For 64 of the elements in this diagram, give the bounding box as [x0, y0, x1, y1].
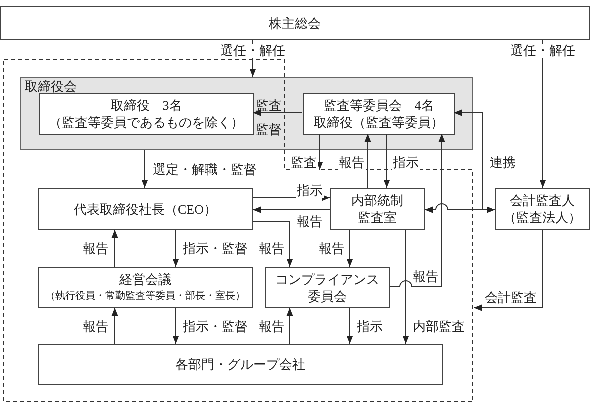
arrow — [424, 204, 496, 214]
arrow — [402, 230, 410, 344]
edge-label: 選任・解任 — [220, 44, 286, 58]
arrow — [540, 40, 546, 188]
box-subtitle: （監査等委員であるものを除く） — [49, 114, 244, 131]
box-subtitle: （監査法人） — [504, 209, 582, 226]
box-subtitle: 取締役（監査等委員） — [314, 114, 444, 131]
edge-label: 内部監査 — [412, 320, 466, 334]
process-box — [38, 344, 443, 385]
box-title: 内部統制監査室 — [350, 192, 404, 226]
edge-label: 報告 — [258, 320, 286, 334]
box-title: 経営会議 — [120, 270, 172, 288]
process-box — [330, 188, 425, 230]
edge-label: 指示・監督 — [182, 320, 249, 334]
edge-label: 指示 — [356, 320, 384, 334]
edge-label: 指示・監督 — [182, 242, 249, 256]
edge-label: 報告 — [412, 270, 440, 284]
edge-label: 選任・解任 — [510, 44, 576, 58]
arrow — [252, 222, 294, 268]
edge-label: 指示 — [392, 156, 420, 170]
box-title: 株主総会 — [269, 14, 321, 32]
box-subtitle: （執行役員・常勤監査等委員・部長・室長） — [46, 290, 246, 304]
arrow — [112, 308, 118, 344]
auditor-box — [495, 188, 590, 230]
arrow — [252, 110, 302, 116]
edge-label: 監査監督 — [256, 97, 282, 139]
member-box — [303, 93, 455, 135]
arrow — [286, 308, 294, 344]
header-box — [0, 6, 590, 40]
edge-label: 監査 — [290, 156, 318, 170]
arrow — [346, 230, 354, 268]
member-box — [39, 93, 254, 135]
box-title: 取締役 3名 — [110, 97, 182, 114]
panel-title: 取締役会 — [25, 78, 77, 95]
arrow — [252, 194, 330, 202]
process-box — [265, 267, 390, 308]
box-title: コンプライアンス委員会 — [274, 270, 380, 304]
arrow — [346, 308, 354, 344]
arrow — [112, 230, 118, 268]
edge-label: 報告 — [338, 156, 366, 170]
arrow — [364, 134, 372, 188]
arrow — [172, 308, 180, 344]
arrow — [142, 150, 148, 188]
edge-label: 選定・解職・監督 — [152, 163, 258, 177]
edge-label: 報告 — [82, 320, 110, 334]
edge-label: 報告 — [258, 242, 286, 256]
edge-label: 指示 — [296, 184, 324, 198]
edge-label: 会計監査 — [484, 291, 538, 305]
edge-label: 報告 — [318, 242, 346, 256]
box-title: 代表取締役社長（CEO） — [74, 200, 217, 218]
box-title: 会計監査人 — [510, 192, 575, 209]
arrow — [384, 134, 390, 188]
process-box — [38, 188, 253, 230]
process-box — [38, 267, 253, 308]
box-title: 各部門・グループ会社 — [176, 356, 306, 373]
arrow — [474, 230, 544, 312]
arrow — [172, 230, 180, 268]
edge-label: 報告 — [82, 242, 110, 256]
arrow — [252, 206, 330, 214]
box-title: 監査等委員会 4名 — [324, 97, 434, 114]
edge-label: 連携 — [489, 156, 517, 170]
edge-label: 報告 — [296, 215, 324, 229]
arrow — [316, 134, 324, 170]
arrow — [390, 134, 446, 288]
